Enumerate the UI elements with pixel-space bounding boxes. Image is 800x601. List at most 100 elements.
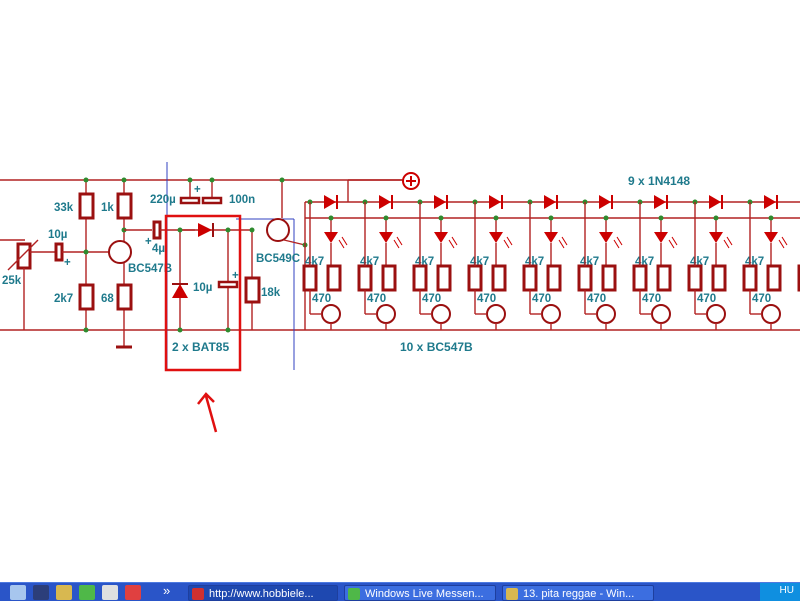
node — [177, 227, 183, 233]
resistor-4k7-1 — [326, 264, 342, 292]
task-browser[interactable]: http://www.hobbiele... — [188, 585, 338, 601]
system-tray[interactable]: HU — [760, 583, 800, 601]
chain-diode-5 — [544, 195, 556, 209]
resistor-18k — [244, 276, 261, 304]
resistor-series-8 — [687, 264, 703, 292]
led-ray — [561, 236, 568, 246]
language-indicator[interactable]: HU — [779, 585, 794, 596]
led-ray — [506, 236, 513, 246]
capacitor-4u — [152, 220, 162, 240]
label-2k7: 2k7 — [54, 293, 73, 305]
node — [177, 327, 183, 333]
node — [83, 249, 89, 255]
quicklaunch-save-icon[interactable] — [33, 585, 49, 600]
chain-diode-2 — [379, 195, 391, 209]
led-ray — [503, 239, 510, 249]
label-68: 68 — [101, 293, 114, 305]
resistor-series-5 — [522, 264, 538, 292]
label-plus-220u: + — [194, 184, 201, 196]
led-4 — [489, 232, 503, 243]
led-3 — [434, 232, 448, 243]
label-470-9: 470 — [752, 293, 771, 305]
transistor-bc547b-4 — [486, 304, 506, 324]
node — [713, 215, 719, 221]
node — [548, 215, 554, 221]
label-plus-4u: + — [145, 236, 152, 248]
led-ray — [616, 236, 623, 246]
messenger-icon — [348, 588, 360, 600]
label-4u: 4µ — [152, 243, 165, 255]
resistor-series-7 — [632, 264, 648, 292]
resistor-68 — [116, 283, 133, 311]
task-messenger-label: Windows Live Messen... — [365, 588, 484, 600]
label-bc549c: BC549C — [256, 253, 300, 265]
node — [225, 327, 231, 333]
task-messenger[interactable]: Windows Live Messen... — [344, 585, 496, 601]
quicklaunch-pencil-icon[interactable] — [56, 585, 72, 600]
resistor-4k7-3 — [436, 264, 452, 292]
node — [121, 177, 127, 183]
chain-diode-3 — [434, 195, 446, 209]
chain-diode-8 — [709, 195, 721, 209]
resistor-series-6 — [577, 264, 593, 292]
highlight-box — [164, 214, 242, 372]
node — [249, 227, 255, 233]
quicklaunch-explorer-icon[interactable] — [10, 585, 26, 600]
resistor-4k7-2 — [381, 264, 397, 292]
pot-wiper — [7, 239, 39, 271]
chain-diode-1 — [324, 195, 336, 209]
node — [83, 177, 89, 183]
label-33k: 33k — [54, 202, 74, 214]
label-470-7: 470 — [642, 293, 661, 305]
resistor-series-9 — [742, 264, 758, 292]
task-player[interactable]: 13. pita reggae - Win... — [502, 585, 654, 601]
node — [768, 215, 774, 221]
capacitor-220u — [179, 196, 201, 205]
node — [438, 215, 444, 221]
resistor-4k7-4 — [491, 264, 507, 292]
label-470-4: 470 — [477, 293, 496, 305]
transistor-bc547b-1 — [321, 304, 341, 324]
label-10x-bc547b: 10 x BC547B — [400, 340, 473, 354]
quicklaunch-printer-icon[interactable] — [102, 585, 118, 600]
node — [383, 215, 389, 221]
task-player-label: 13. pita reggae - Win... — [523, 588, 635, 600]
resistor-33k — [78, 192, 95, 220]
quicklaunch-messenger-icon[interactable] — [79, 585, 95, 600]
label-470-5: 470 — [532, 293, 551, 305]
transistor-bc547b-7 — [651, 304, 671, 324]
led-ray — [338, 239, 345, 249]
quicklaunch-music-icon[interactable] — [125, 585, 141, 600]
resistor-2k7 — [78, 283, 95, 311]
transistor-bc547b-2 — [376, 304, 396, 324]
transistor-q1 — [108, 240, 132, 264]
node — [603, 215, 609, 221]
taskbar-chevron[interactable]: » — [163, 583, 171, 598]
led-9 — [764, 232, 778, 243]
pencil-icon — [506, 588, 518, 600]
taskbar: » http://www.hobbiele... Windows Live Me… — [0, 582, 800, 601]
node — [187, 177, 193, 183]
resistor-series-2 — [357, 264, 373, 292]
led-ray — [781, 236, 788, 246]
label-470-8: 470 — [697, 293, 716, 305]
led-7 — [654, 232, 668, 243]
diode-bat85-horizontal — [198, 223, 212, 237]
led-ray — [723, 239, 730, 249]
led-5 — [544, 232, 558, 243]
led-ray — [726, 236, 733, 246]
browser-icon — [192, 588, 204, 600]
led-8 — [709, 232, 723, 243]
q2-emitter — [283, 239, 306, 246]
transistor-bc547b-8 — [706, 304, 726, 324]
label-bc547b: BC547B — [128, 263, 172, 275]
node — [493, 215, 499, 221]
led-ray — [396, 236, 403, 246]
resistor-4k7-6 — [601, 264, 617, 292]
chain-diode-7 — [654, 195, 666, 209]
led-ray — [613, 239, 620, 249]
capacitor-10u-input — [54, 242, 64, 262]
diode-bat85-vertical — [172, 284, 188, 298]
label-1k: 1k — [101, 202, 114, 214]
